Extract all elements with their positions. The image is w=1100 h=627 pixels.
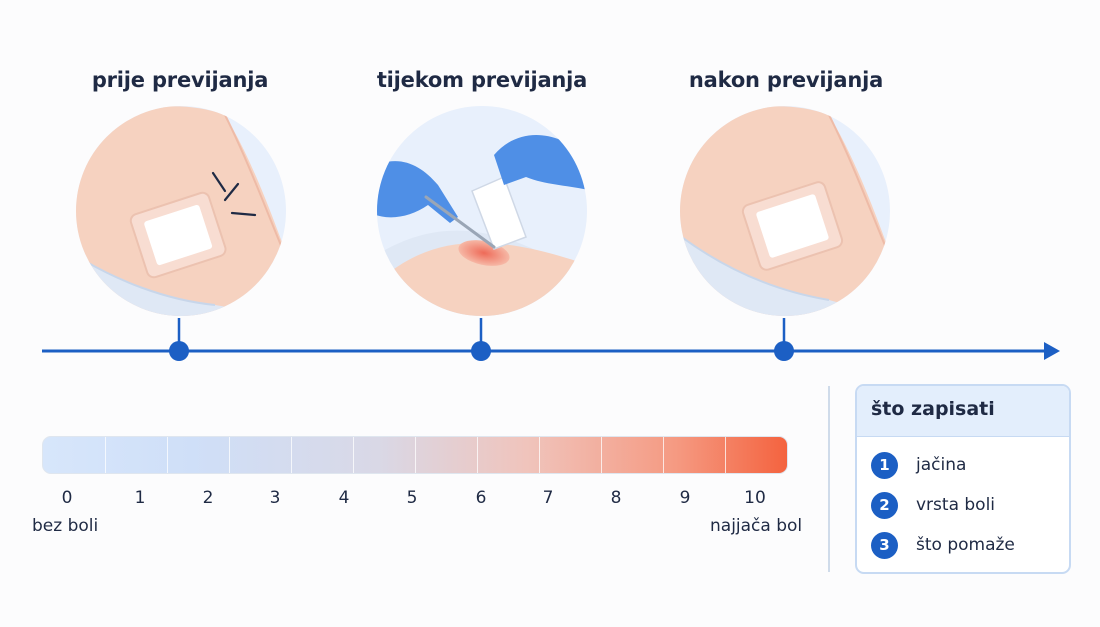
notes-item-text-3: što pomaže <box>916 535 1015 555</box>
timeline <box>42 318 1060 361</box>
scale-tick-2: 2 <box>202 488 214 508</box>
scale-tick-8: 8 <box>610 488 622 508</box>
stage-title-during: tijekom previjanja <box>376 68 588 92</box>
scale-tick-3: 3 <box>269 488 281 508</box>
notes-item-1: 1 jačina <box>871 451 966 479</box>
number-badge-1: 1 <box>871 451 898 479</box>
timeline-marker-after <box>774 341 794 361</box>
notes-item-2: 2 vrsta boli <box>871 491 995 519</box>
notes-item-text-1: jačina <box>916 455 967 475</box>
scale-max-label: najjača bol <box>710 516 803 536</box>
scale-tick-0: 0 <box>61 488 73 508</box>
scale-tick-5: 5 <box>406 488 418 508</box>
scale-tick-7: 7 <box>542 488 554 508</box>
section-divider <box>828 386 830 572</box>
pain-scale-bar <box>42 436 788 474</box>
timeline-marker-before <box>169 341 189 361</box>
scale-min-label: bez boli <box>32 516 99 536</box>
scale-tick-10: 10 <box>744 488 766 508</box>
scale-tick-9: 9 <box>679 488 691 508</box>
number-badge-3: 3 <box>871 531 898 559</box>
notes-item-text-2: vrsta boli <box>916 495 996 515</box>
notes-card-title: što zapisati <box>857 386 1069 437</box>
gloved-hands-changing-dressing-icon <box>376 105 588 317</box>
stage-title-after: nakon previjanja <box>688 68 884 92</box>
number-badge-2: 2 <box>871 491 898 519</box>
timeline-arrow-icon <box>1044 342 1060 360</box>
scale-tick-1: 1 <box>134 488 146 508</box>
notes-card: što zapisati 1 jačina 2 vrsta boli 3 što… <box>855 384 1071 574</box>
notes-item-3: 3 što pomaže <box>871 531 1015 559</box>
stage-title-before: prije previjanja <box>91 68 269 92</box>
arm-with-fresh-dressing-icon <box>679 105 891 317</box>
scale-tick-4: 4 <box>338 488 350 508</box>
scale-tick-6: 6 <box>475 488 487 508</box>
arm-with-dressing-pain-icon <box>75 105 287 317</box>
timeline-marker-during <box>471 341 491 361</box>
